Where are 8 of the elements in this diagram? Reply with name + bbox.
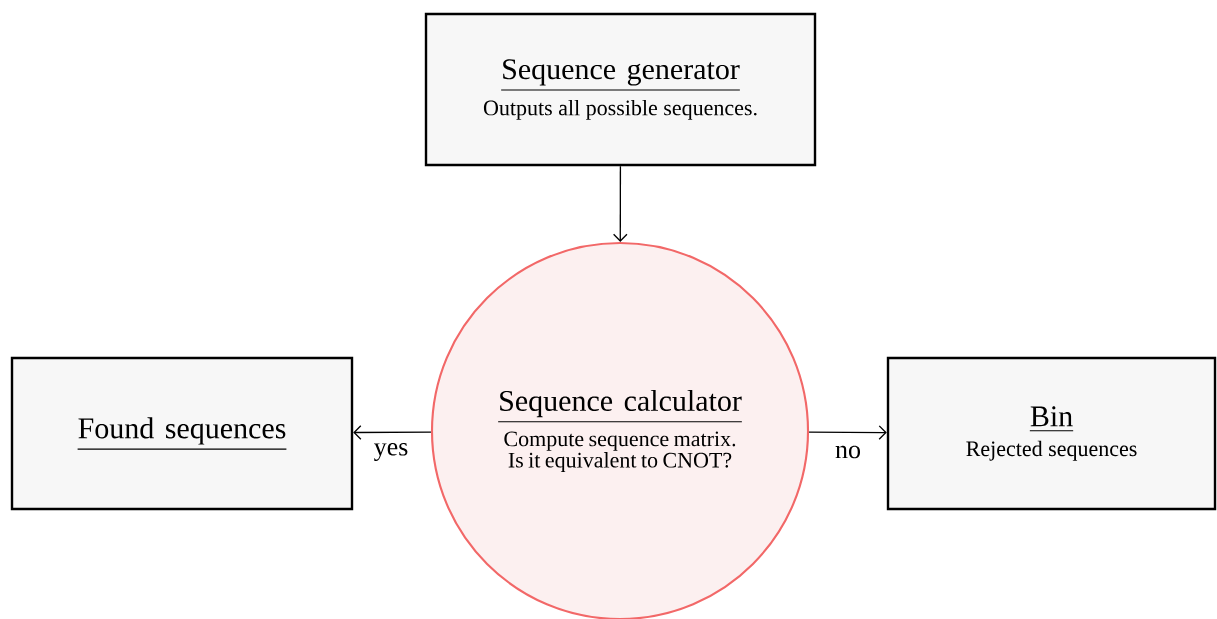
process-box: Found sequences: [10, 356, 354, 511]
process-box: Sequence generator Outputs all possible sequences.: [424, 12, 817, 167]
arrow: [353, 425, 432, 440]
edge-label: yes: [372, 441, 410, 463]
edge-label: no: [833, 444, 863, 460]
arrow: [612, 165, 628, 242]
arrow: [808, 425, 887, 440]
process-box: Bin Rejected sequences: [886, 356, 1217, 511]
